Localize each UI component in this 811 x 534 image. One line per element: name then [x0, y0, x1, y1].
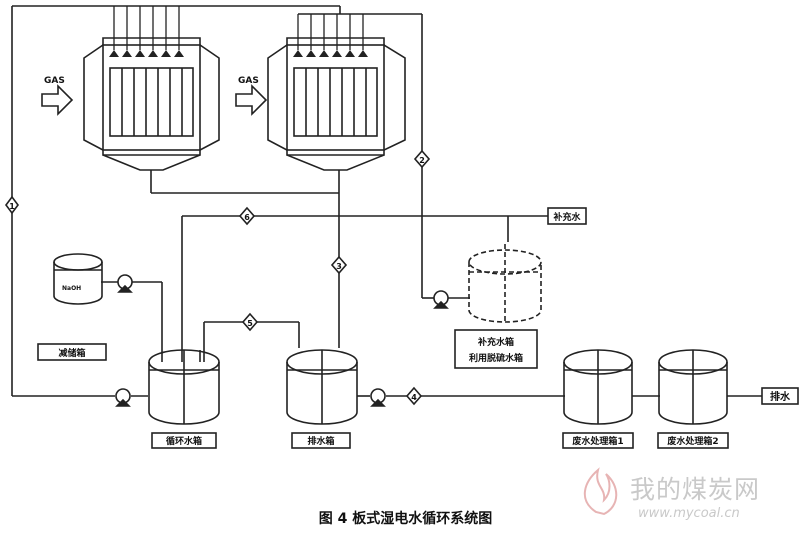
marker-3: 3 [336, 262, 342, 271]
makeup-tank-label: 补充水箱 [477, 336, 514, 348]
discharge-label: 排水 [770, 390, 791, 403]
esp-unit-1 [83, 37, 220, 171]
watermark-logo-icon [584, 467, 618, 516]
figure-caption: 图 4 板式湿电水循环系统图 [318, 511, 493, 527]
discharge-label-box [761, 387, 799, 405]
marker-diamond-4 [405, 386, 423, 406]
pump-makeup [433, 290, 449, 309]
circ-label-box [151, 432, 217, 449]
marker-diamond-1 [5, 195, 19, 215]
pump-alkali [117, 274, 133, 293]
alkali-tank [53, 253, 103, 305]
wastewater-tank-2 [658, 349, 728, 425]
makeup-water-label: 补充水 [552, 211, 581, 223]
drain-tank-label: 排水箱 [307, 435, 334, 447]
ww2-label-box [657, 432, 729, 449]
marker-4: 4 [411, 393, 417, 402]
marker-6: 6 [244, 213, 250, 222]
marker-diamond-3 [330, 255, 348, 275]
drain-tank [286, 349, 358, 425]
marker-2: 2 [419, 156, 425, 165]
gas-inlet-arrow-1 [41, 84, 74, 116]
marker-diamond-2 [413, 149, 431, 169]
watermark-site-name: 我的煤炭网 [630, 475, 761, 504]
alkali-small-text: NaOH [62, 285, 81, 292]
marker-diamond-5 [241, 312, 259, 332]
circulation-tank-label: 循环水箱 [166, 435, 202, 447]
pump-drain [370, 388, 386, 407]
marker-diamond-6 [238, 206, 256, 226]
wastewater-tank-1 [563, 349, 633, 425]
wastewater-2-label: 废水处理箱2 [667, 435, 718, 447]
watermark-site-url: www.mycoal.cn [638, 506, 740, 521]
spray-nozzles-1 [109, 50, 184, 57]
marker-1: 1 [9, 202, 15, 211]
makeup-water-label-box [547, 207, 587, 225]
ww1-label-box [562, 432, 634, 449]
gas-label-1: GAS [44, 76, 65, 86]
circulation-tank [148, 349, 220, 425]
gas-label-2: GAS [238, 76, 259, 86]
makeup-tank-label-box [454, 329, 538, 369]
marker-5: 5 [247, 319, 253, 328]
pump-circulation [115, 388, 131, 407]
drain-label-box [291, 432, 351, 449]
makeup-tank-sublabel: 利用脱硫水箱 [468, 352, 523, 364]
gas-inlet-arrow-2 [235, 84, 268, 116]
alkali-label-box [37, 343, 107, 361]
alkali-tank-label: 减储箱 [58, 347, 85, 359]
makeup-water-tank [468, 244, 542, 323]
spray-nozzles-2 [293, 50, 368, 57]
wastewater-1-label: 废水处理箱1 [572, 435, 623, 447]
esp-unit-2 [267, 37, 406, 171]
